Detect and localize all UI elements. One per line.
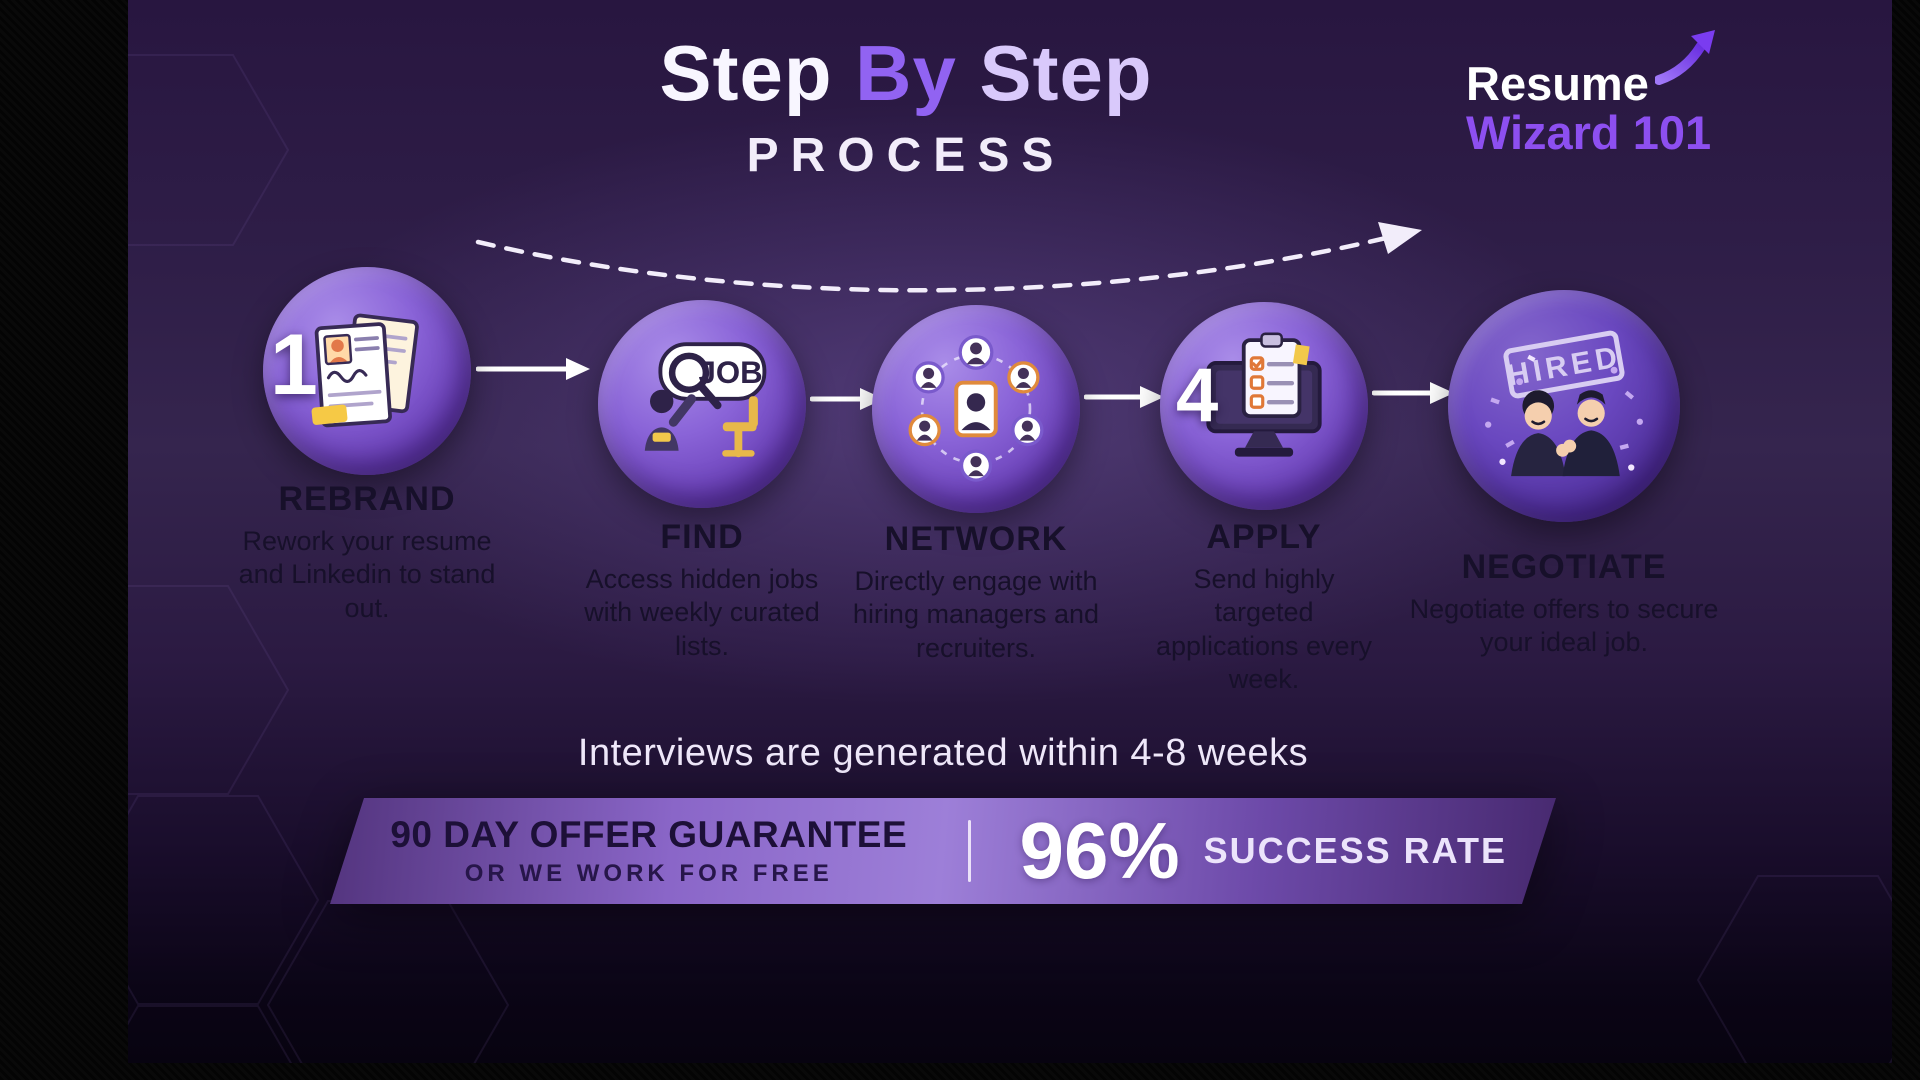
step-4-number: 4 — [1176, 353, 1219, 438]
step-2-circle: JOB — [598, 300, 806, 508]
step-1-text: REBRAND Rework your resume and Linkedin … — [217, 480, 517, 625]
checklist-monitor-icon — [1206, 332, 1322, 457]
flow-arrow-3 — [1084, 386, 1164, 408]
step-5-description: Negotiate offers to secure your ideal jo… — [1409, 594, 1719, 658]
guarantee-subtitle: OR WE WORK FOR FREE — [464, 860, 833, 887]
title-word-3: Step — [979, 29, 1153, 117]
title-word-1: Step — [659, 29, 833, 117]
page-subtitle: PROCESS — [746, 129, 1066, 182]
flow-arrow-1 — [476, 358, 590, 380]
step-3-circle — [872, 305, 1080, 513]
guarantee-title: 90 DAY OFFER GUARANTEE — [390, 814, 908, 855]
tagline: Interviews are generated within 4-8 week… — [577, 732, 1309, 774]
flow-arrow-4 — [1372, 382, 1454, 404]
step-1-description: Rework your resume and Linkedin to stand… — [238, 526, 496, 623]
step-1-title: REBRAND — [278, 480, 456, 518]
svg-text:JOB: JOB — [699, 355, 763, 390]
step-5-title: NEGOTIATE — [1461, 548, 1667, 586]
growth-arrow-icon — [1653, 28, 1719, 94]
resume-documents-icon — [311, 313, 419, 428]
success-rate-label: SUCCESS RATE — [1203, 830, 1507, 871]
guarantee-banner-shadow: 90 DAY OFFER GUARANTEE OR WE WORK FOR FR… — [330, 798, 1556, 904]
success-rate-value: 96% — [1019, 806, 1180, 895]
step-4-circle — [1160, 302, 1368, 510]
step-2-title: FIND — [660, 518, 744, 556]
step-3-title: NETWORK — [884, 520, 1068, 558]
step-5-circle: HIRED — [1448, 290, 1680, 522]
step-1-circle — [263, 267, 471, 475]
step-4-text: APPLY Send highly targeted applications … — [1144, 518, 1384, 697]
people-network-icon — [908, 334, 1044, 482]
job-search-icon: JOB — [644, 342, 767, 458]
progress-curve-arrow — [475, 222, 1422, 293]
page-title: Step By Step — [466, 28, 1346, 119]
step-4-title: APPLY — [1206, 518, 1322, 556]
step-1-number: 1 — [270, 317, 318, 413]
step-5-text: NEGOTIATE Negotiate offers to secure you… — [1394, 548, 1734, 660]
step-4-description: Send highly targeted applications every … — [1155, 564, 1373, 695]
title-word-2: By — [855, 29, 957, 117]
success-rate-block: 96% SUCCESS RATE — [971, 805, 1556, 897]
step-3-text: NETWORK Directly engage with hiring mana… — [841, 520, 1111, 665]
brand-name-bottom: Wizard 101 — [1466, 106, 1712, 160]
banner-divider — [968, 820, 971, 882]
step-2-description: Access hidden jobs with weekly curated l… — [584, 564, 820, 661]
brand-logo: Resume Wizard 101 — [1466, 30, 1719, 160]
step-3-description: Directly engage with hiring managers and… — [852, 566, 1100, 663]
infographic-background: Step By Step PROCESS Resume — [128, 0, 1892, 1063]
brand-name-top: Resume — [1466, 30, 1719, 108]
hired-celebration-icon: HIRED — [1485, 330, 1643, 477]
step-2-text: FIND Access hidden jobs with weekly cura… — [572, 518, 832, 663]
guarantee-banner: 90 DAY OFFER GUARANTEE OR WE WORK FOR FR… — [330, 798, 1556, 904]
guarantee-block: 90 DAY OFFER GUARANTEE OR WE WORK FOR FR… — [330, 814, 968, 888]
